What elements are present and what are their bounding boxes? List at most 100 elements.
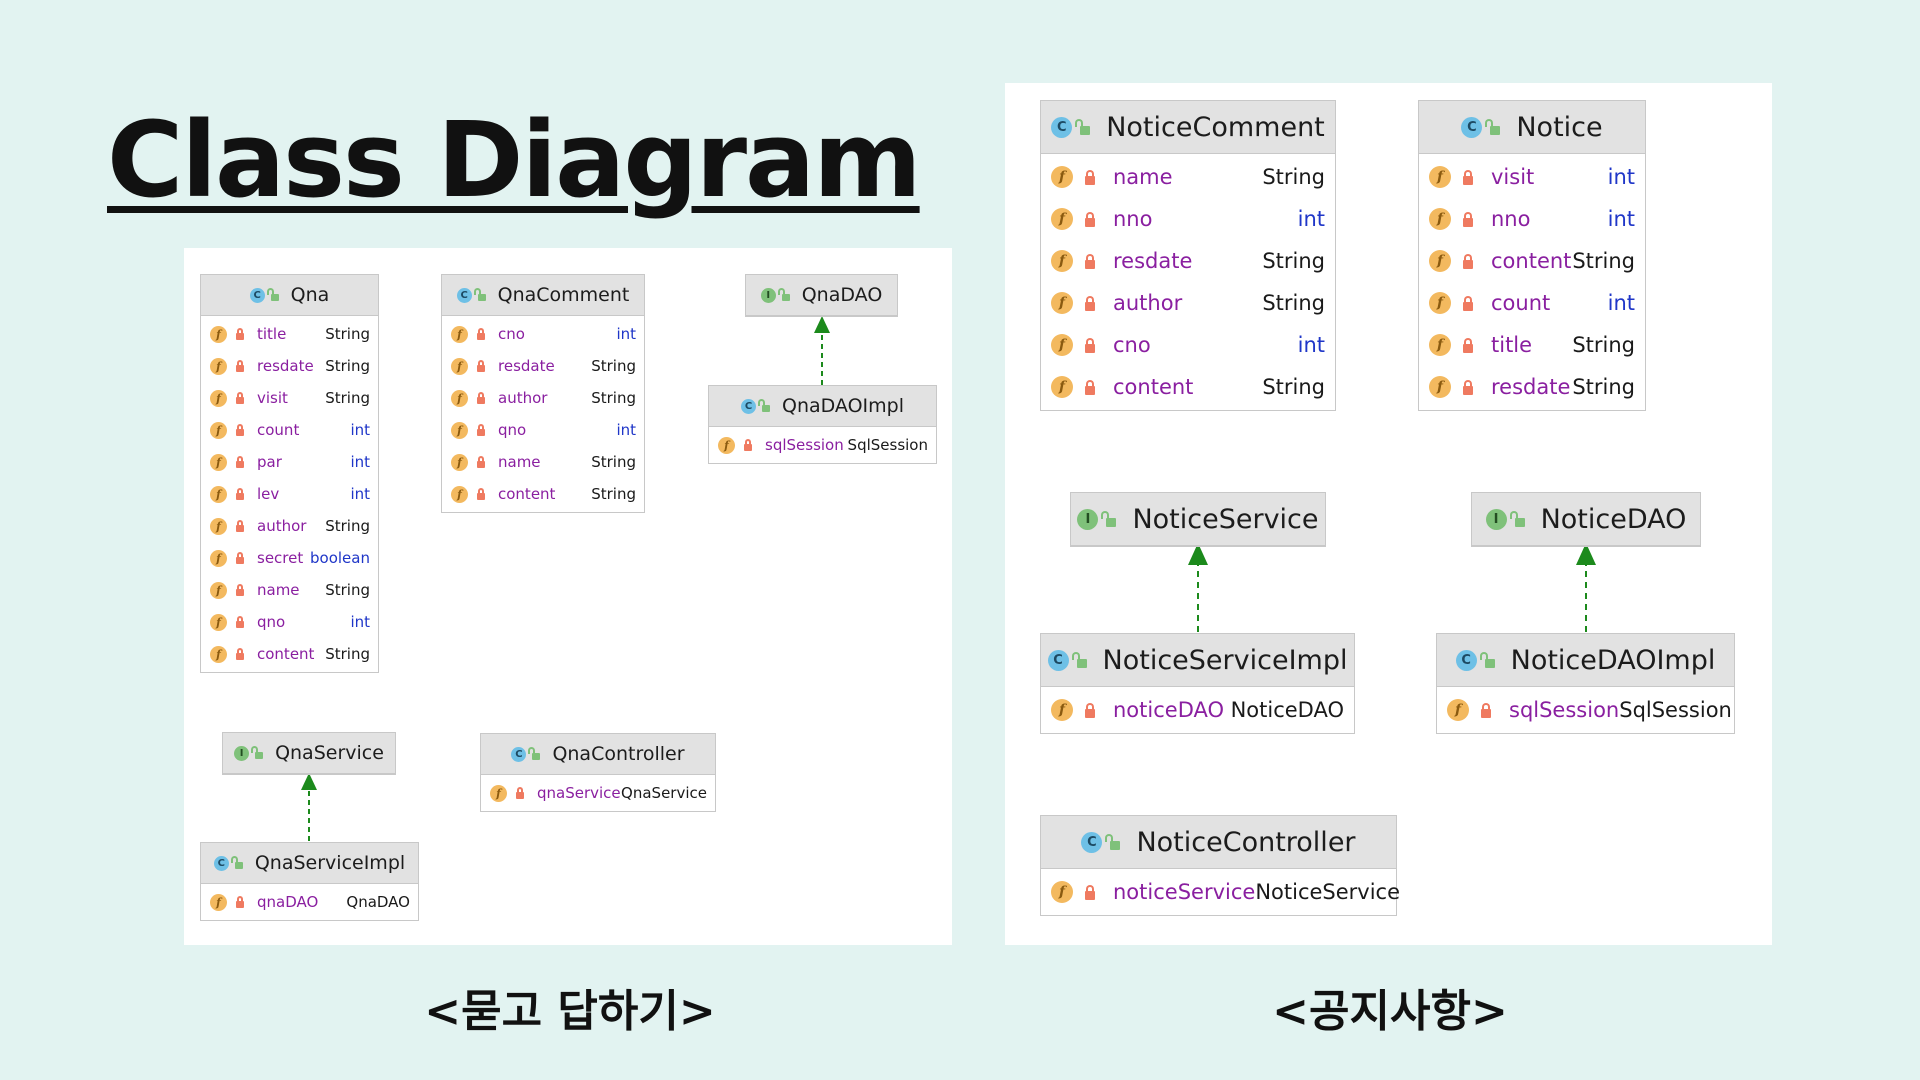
class-c-icon: C xyxy=(740,398,756,414)
interface-i-icon: I xyxy=(1485,508,1507,530)
field-name: content xyxy=(257,645,315,663)
lock-icon xyxy=(1463,295,1473,311)
field-type: String xyxy=(325,517,370,535)
class-name: NoticeController xyxy=(1136,826,1356,858)
field-f-icon: f xyxy=(451,421,468,439)
field-type: String xyxy=(1572,333,1635,357)
field-name: author xyxy=(1113,291,1183,315)
field-type: SqlSession xyxy=(847,436,928,454)
field-type: String xyxy=(591,453,636,471)
lock-icon xyxy=(516,787,524,799)
interface-i-icon: I xyxy=(234,745,250,761)
field-name: cno xyxy=(498,325,525,343)
field-type: String xyxy=(325,389,370,407)
lock-icon xyxy=(1085,253,1095,269)
lock-icon xyxy=(1085,884,1095,900)
field-name: qno xyxy=(498,421,527,439)
field-type: String xyxy=(1262,375,1325,399)
class-name: QnaComment xyxy=(497,284,630,306)
lock-icon xyxy=(1463,169,1473,185)
field-f-icon: f xyxy=(210,893,227,911)
lock-icon xyxy=(236,392,244,404)
lock-icon xyxy=(1481,702,1491,718)
field-f-icon: f xyxy=(210,325,227,343)
class-name: Qna xyxy=(290,284,330,306)
field-f-icon: f xyxy=(1429,334,1451,356)
field-f-icon: f xyxy=(210,485,227,503)
field-type: String xyxy=(1262,165,1325,189)
unlock-icon xyxy=(777,288,790,301)
field-f-icon: f xyxy=(1429,292,1451,314)
lock-icon xyxy=(1463,379,1473,395)
field-type: int xyxy=(350,485,370,503)
field-name: title xyxy=(257,325,287,343)
unlock-icon xyxy=(251,746,264,759)
field-name: nno xyxy=(1491,207,1531,231)
